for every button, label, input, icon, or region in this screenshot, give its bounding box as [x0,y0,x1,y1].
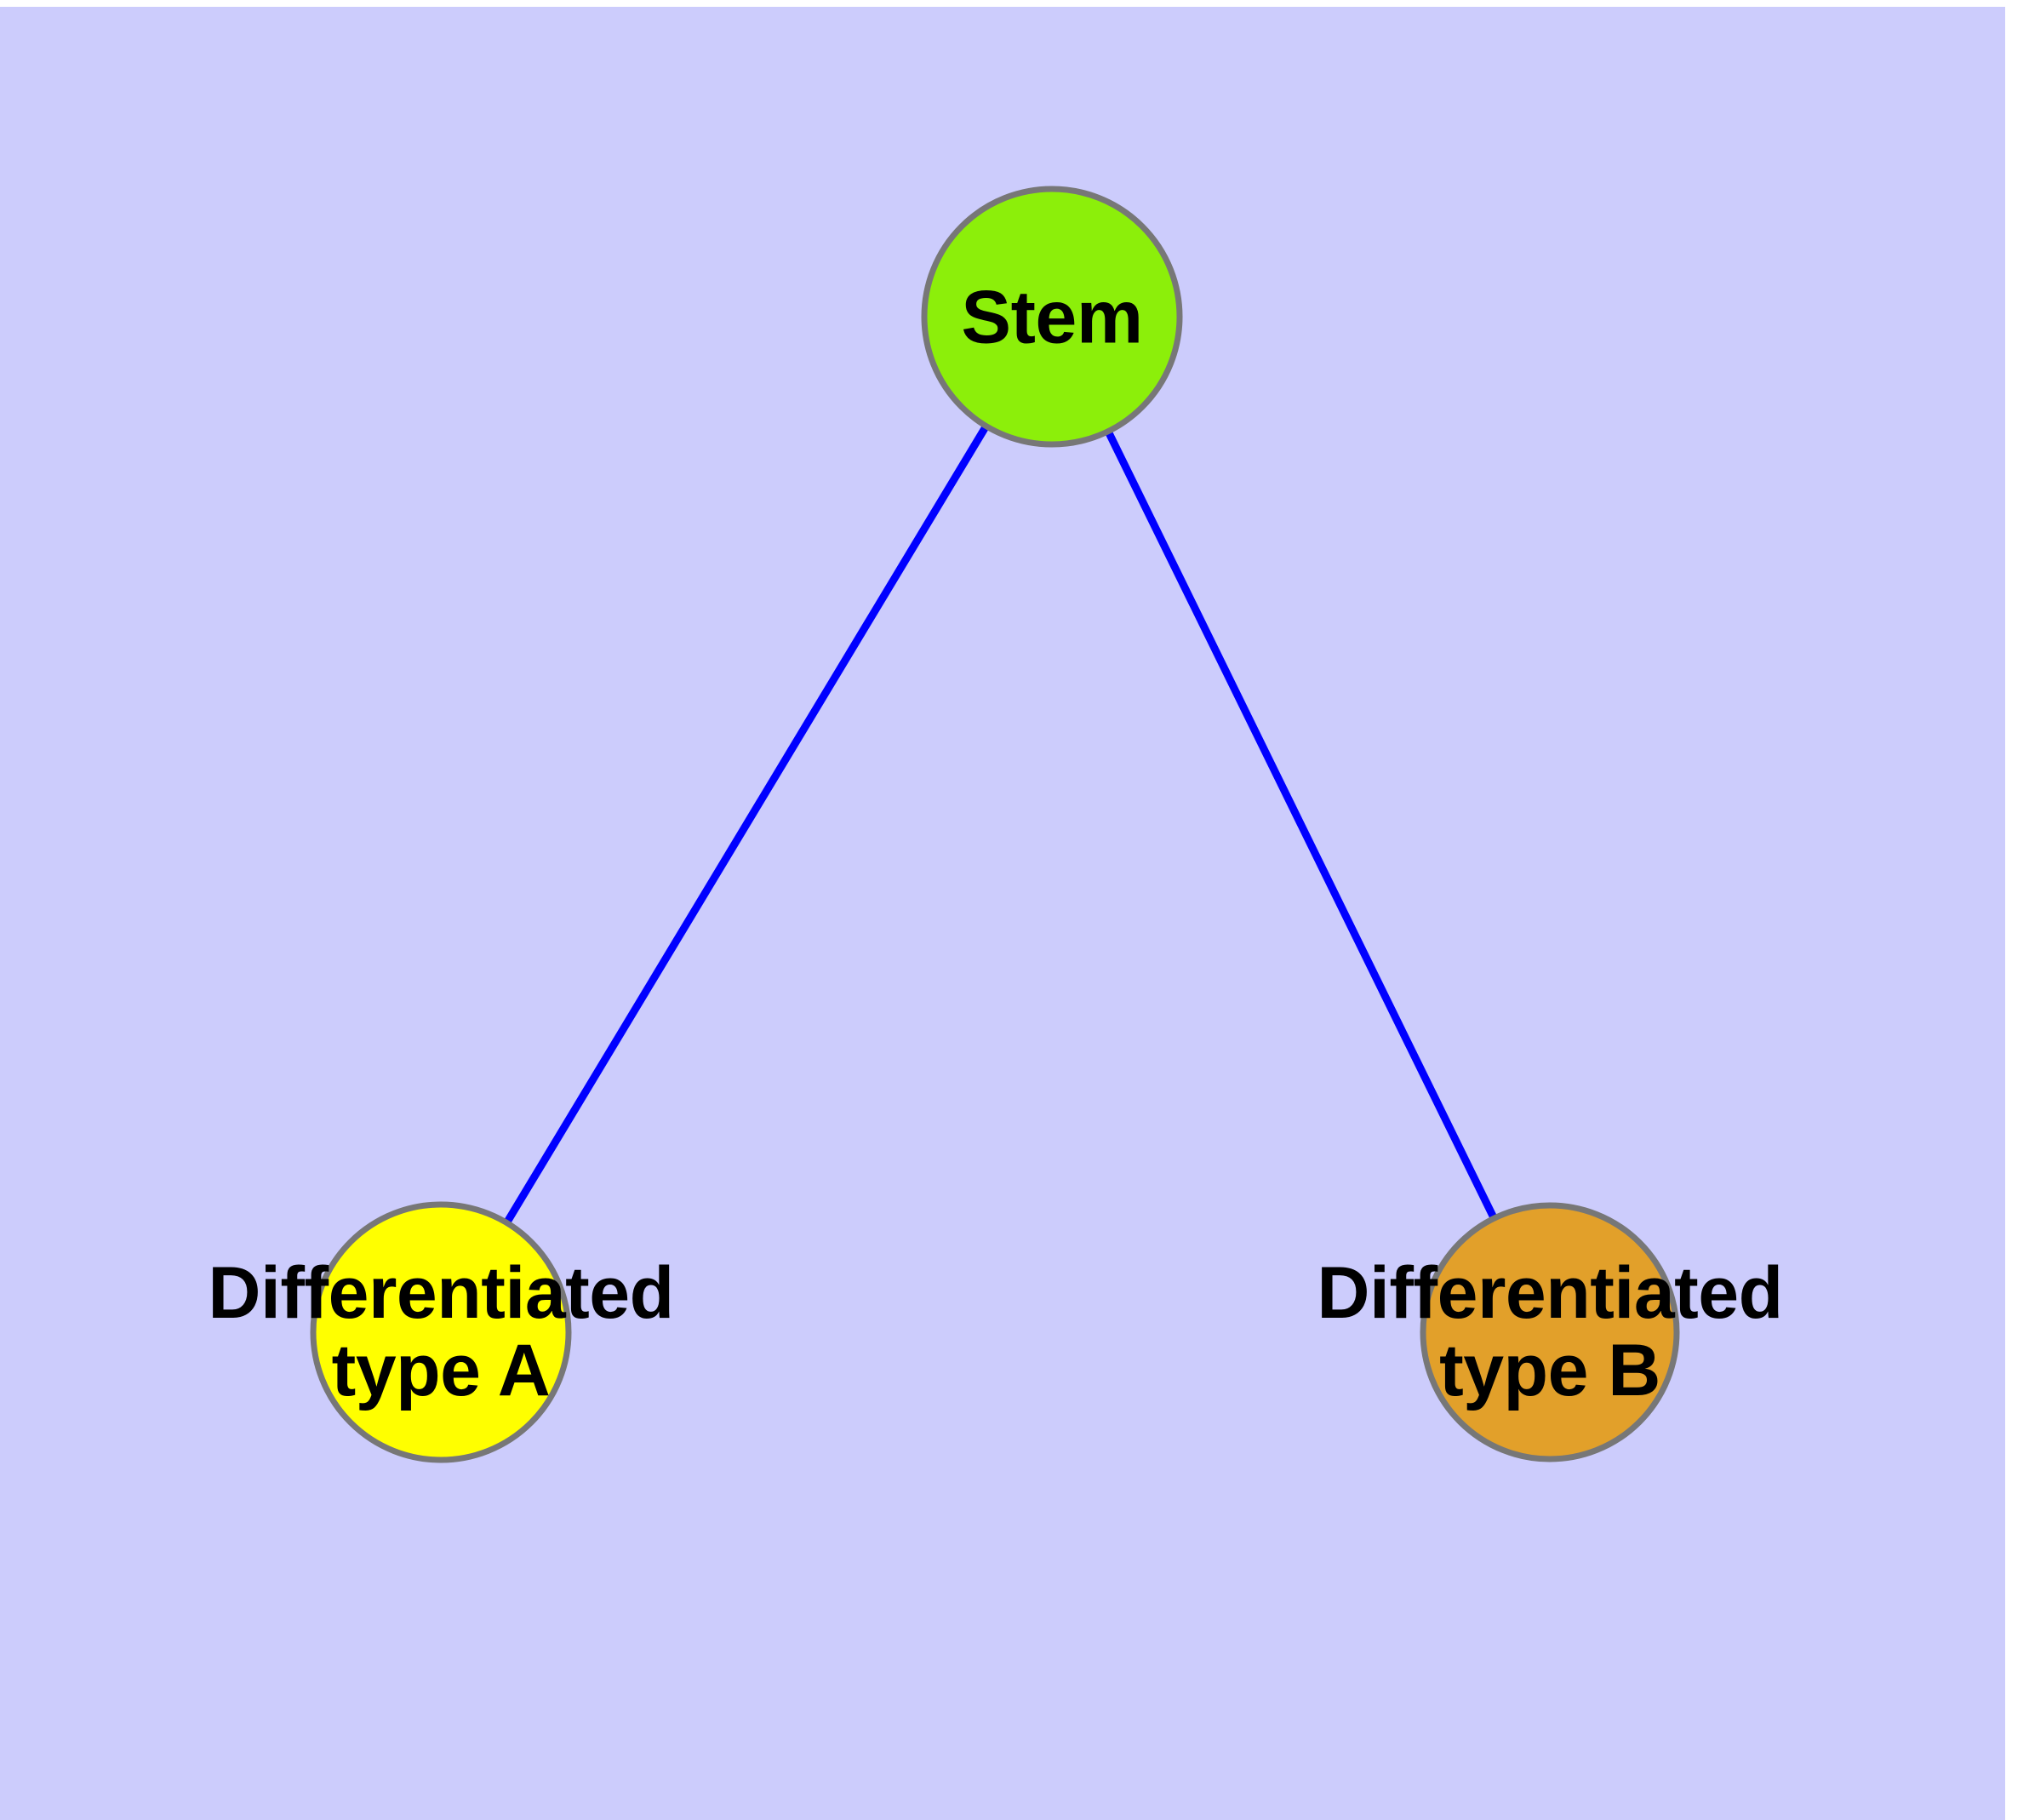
node-group [310,186,1680,1463]
graph-svg [310,186,1680,1463]
node-differentiated-type-a[interactable] [310,1201,572,1463]
edge-group [437,314,1554,1335]
edge-stem-to-differentiated-type-b[interactable] [1048,315,1554,1334]
node-stem[interactable] [921,186,1183,448]
edge-stem-to-differentiated-type-a[interactable] [437,314,1055,1335]
node-differentiated-type-b[interactable] [1420,1202,1680,1462]
